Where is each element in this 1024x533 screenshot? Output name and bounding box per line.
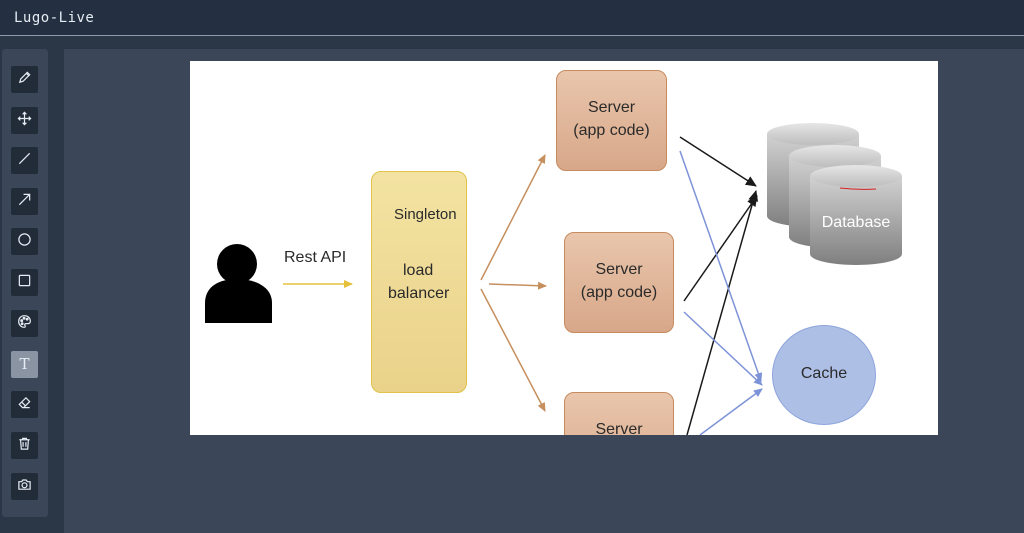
server1-to-db-arrow <box>679 136 757 187</box>
move-tool-button[interactable] <box>11 107 38 134</box>
eraser-icon <box>17 395 32 414</box>
lb-load-label: load <box>403 262 434 279</box>
server2-to-db-arrow <box>683 195 758 302</box>
palette-icon <box>17 314 32 333</box>
lb-to-server1-arrow <box>480 154 546 281</box>
load-balancer-node[interactable] <box>371 171 467 393</box>
server-2-subtitle: (app code) <box>580 284 658 301</box>
move-icon <box>17 111 32 130</box>
server-2-title: Server <box>595 261 643 278</box>
line-icon <box>17 151 32 170</box>
circle-icon <box>17 232 32 251</box>
lb-balancer-label: balancer <box>388 285 450 302</box>
arrow-icon <box>17 192 32 211</box>
text-icon: T <box>19 355 30 373</box>
title-bar: Lugo-Live <box>0 0 1024 36</box>
snapshot-tool-button[interactable] <box>11 473 38 500</box>
cache-node[interactable] <box>772 325 876 425</box>
drawing-canvas[interactable]: Rest API Singleton load balancer Server … <box>190 61 938 435</box>
cache-label: Cache <box>800 365 848 382</box>
database-label: Database <box>821 214 891 231</box>
server-1-subtitle: (app code) <box>573 122 650 139</box>
lb-to-server3-arrow <box>480 288 546 412</box>
arrow-tool-button[interactable] <box>11 188 38 215</box>
trash-icon <box>17 436 32 455</box>
text-tool-button[interactable]: T <box>11 351 38 378</box>
server2-to-cache-arrow <box>683 311 763 386</box>
server-3-title: Server <box>595 421 643 435</box>
rectangle-icon <box>17 273 32 292</box>
rectangle-tool-button[interactable] <box>11 269 38 296</box>
user-icon <box>205 244 272 323</box>
annotation-stroke <box>839 187 877 190</box>
drawing-toolbar: T <box>2 49 48 517</box>
server-node-2[interactable] <box>564 232 674 333</box>
eraser-tool-button[interactable] <box>11 391 38 418</box>
database-icon <box>767 123 902 265</box>
server-node-1[interactable] <box>556 70 667 171</box>
server3-to-cache-arrow <box>699 388 763 435</box>
rest-api-label: Rest API <box>284 249 347 266</box>
color-tool-button[interactable] <box>11 310 38 337</box>
app-title: Lugo-Live <box>14 10 95 26</box>
lb-singleton-label: Singleton <box>394 206 457 223</box>
server3-to-db-arrow <box>686 190 759 435</box>
delete-tool-button[interactable] <box>11 432 38 459</box>
line-tool-button[interactable] <box>11 147 38 174</box>
camera-icon <box>17 477 32 496</box>
server1-to-cache-arrow <box>679 150 763 382</box>
pencil-icon <box>17 70 32 89</box>
server-1-title: Server <box>587 99 636 116</box>
circle-tool-button[interactable] <box>11 228 38 255</box>
lb-to-server2-arrow <box>488 281 547 290</box>
diagram-drawing <box>205 123 902 435</box>
server-node-3[interactable] <box>564 392 674 435</box>
pencil-tool-button[interactable] <box>11 66 38 93</box>
